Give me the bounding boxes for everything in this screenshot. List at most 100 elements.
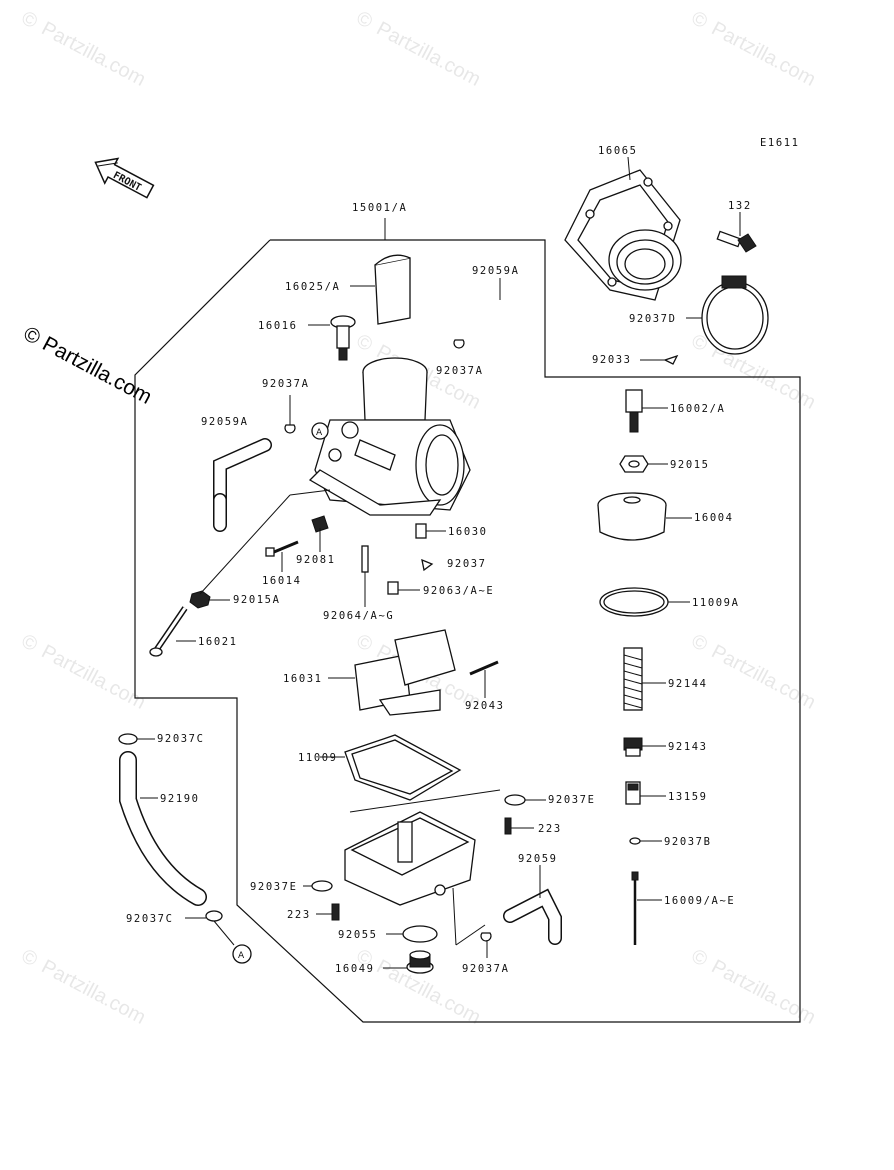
wm-copyright: © [18, 630, 42, 656]
label-92059: 92059 [518, 853, 558, 865]
part-92063 [387, 581, 399, 595]
wm-copyright: © [18, 7, 42, 33]
svg-text:©Partzilla.com: ©Partzilla.com [18, 7, 149, 91]
label-92144: 92144 [668, 678, 708, 690]
screw-16021 [149, 606, 188, 657]
label-16021: 16021 [198, 636, 238, 648]
svg-text:©Partzilla.com: ©Partzilla.com [18, 945, 149, 1029]
label-92143: 92143 [668, 741, 708, 753]
plug-16049 [406, 950, 434, 974]
label-11009: 11009 [298, 752, 338, 764]
wm-copyright: © [688, 7, 712, 33]
label-92037c-top: 92037C [157, 733, 205, 745]
screw-16014 [265, 540, 299, 557]
ref-a-bottom: A [232, 944, 252, 964]
label-92190: 92190 [160, 793, 200, 805]
svg-text:©Partzilla.com: ©Partzilla.com [688, 7, 819, 91]
clip-92037c-top [118, 733, 138, 745]
wm-text: Partzilla.com [38, 956, 149, 1029]
intake-manifold [564, 169, 682, 301]
label-92037a-bottom: 92037A [462, 963, 510, 975]
svg-text:A: A [316, 428, 323, 438]
label-92064: 92064/A~G [323, 610, 394, 622]
label-223-left: 223 [287, 909, 311, 921]
clip-92037a-top [453, 339, 465, 349]
label-92037c-bottom: 92037C [126, 913, 174, 925]
label-16030: 16030 [448, 526, 488, 538]
label-16002: 16002/A [670, 403, 725, 415]
jet-needle-16009 [631, 871, 639, 945]
label-92037a-left: 92037A [262, 378, 310, 390]
label-92063: 92063/A~E [423, 585, 494, 597]
clip-92037e-right [504, 794, 526, 806]
label-92059a-top: 92059A [472, 265, 520, 277]
bolt-132 [716, 230, 757, 253]
wm-text: Partzilla.com [708, 956, 819, 1029]
label-15001: 15001/A [352, 202, 407, 214]
wm-text: Partzilla.com [373, 18, 484, 91]
front-arrow-icon: FRONT [94, 157, 155, 199]
part-92037 [421, 558, 434, 572]
assembly-frame [134, 239, 801, 1023]
hose-92059a-left [214, 439, 271, 506]
wm-text: Partzilla.com [708, 641, 819, 714]
clip-92033 [663, 354, 679, 365]
label-16065: 16065 [598, 145, 638, 157]
wm-text: Partzilla.com [708, 18, 819, 91]
label-16004: 16004 [694, 512, 734, 524]
carburetor-body [308, 357, 471, 516]
wm-copyright: © [353, 330, 377, 356]
svg-text:A: A [238, 951, 245, 961]
label-223-right: 223 [538, 823, 562, 835]
wm-copyright: © [18, 945, 42, 971]
label-13159: 13159 [668, 791, 708, 803]
wm-text: Partzilla.com [38, 18, 149, 91]
cap-16002 [625, 389, 643, 433]
cap-16016 [330, 315, 356, 361]
screw-223-right [504, 817, 512, 835]
screw-223-left [331, 903, 340, 921]
wm-copyright: © [353, 7, 377, 33]
label-16009: 16009/A~E [664, 895, 735, 907]
spring-92144 [623, 647, 643, 711]
part-labels: 15001/A 16065 132 16025/A 92059A 16016 9… [126, 145, 750, 975]
hose-92059 [504, 890, 561, 944]
label-92033: 92033 [592, 354, 632, 366]
spring-92081 [311, 515, 329, 533]
nut-92015a [189, 590, 211, 609]
label-92015a: 92015A [233, 594, 281, 606]
part-92064 [361, 545, 369, 573]
label-92037b: 92037B [664, 836, 712, 848]
needle-jet-13159 [625, 781, 641, 805]
label-92015: 92015 [670, 459, 710, 471]
label-11009a: 11009A [692, 597, 740, 609]
svg-text:©Partzilla.com: ©Partzilla.com [353, 7, 484, 91]
clamp-92037d [701, 275, 769, 355]
clip-92037b [629, 837, 641, 845]
label-92037a-top: 92037A [436, 365, 484, 377]
clip-92037c-bottom [205, 910, 223, 922]
label-16014: 16014 [262, 575, 302, 587]
float-16031 [354, 629, 456, 716]
wm-text: Partzilla.com [38, 641, 149, 714]
label-16016: 16016 [258, 320, 298, 332]
hose-92190 [120, 752, 206, 905]
label-16049: 16049 [335, 963, 375, 975]
wm-copyright: © [688, 630, 712, 656]
label-16031: 16031 [283, 673, 323, 685]
part-16030 [415, 523, 427, 539]
label-92081: 92081 [296, 554, 336, 566]
wm-copyright: © [353, 630, 377, 656]
label-92037d: 92037D [629, 313, 677, 325]
label-92055: 92055 [338, 929, 378, 941]
top-cap-16004 [597, 492, 667, 541]
ref-a-top: A [311, 422, 329, 440]
label-92037e-left: 92037E [250, 881, 298, 893]
pin-92043 [469, 660, 499, 676]
throttle-slide [374, 254, 411, 325]
holder-92143 [623, 737, 643, 757]
label-92037e-right: 92037E [548, 794, 596, 806]
label-92037: 92037 [447, 558, 487, 570]
label-92059a-left: 92059A [201, 416, 249, 428]
